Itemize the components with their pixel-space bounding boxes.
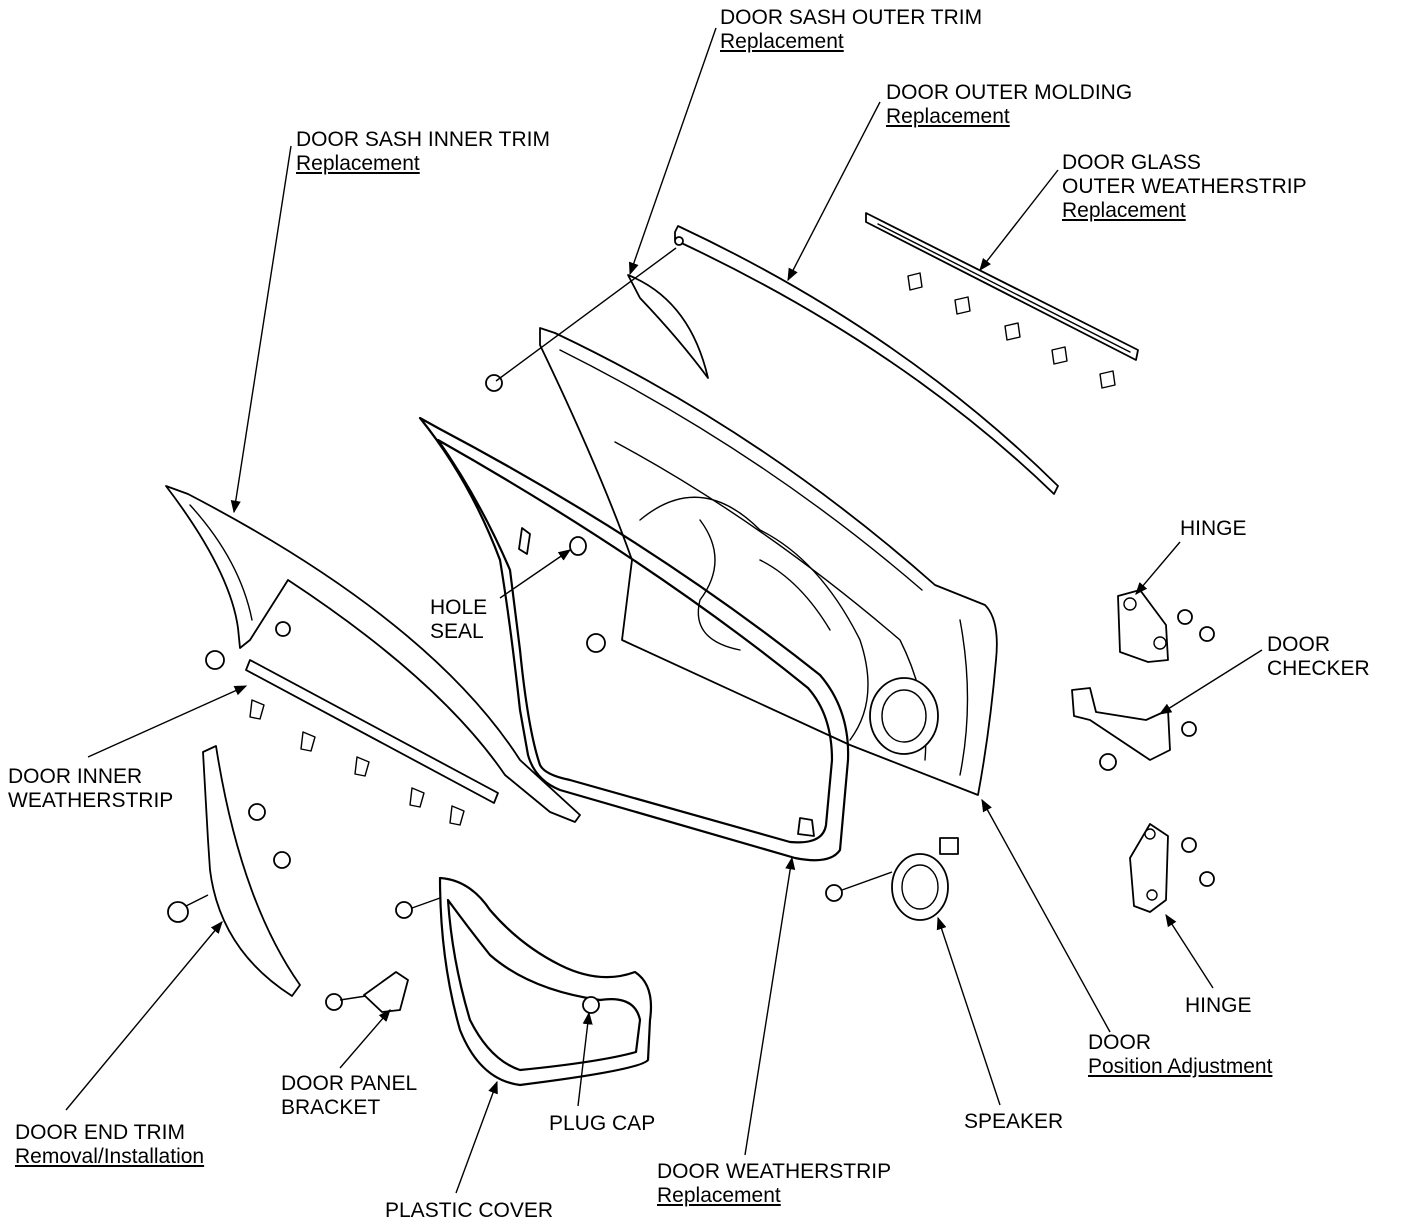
label-plastic-cover: PLASTIC COVER <box>385 1199 553 1223</box>
door-inner-weatherstrip-line2: WEATHERSTRIP <box>8 789 174 812</box>
speaker-part <box>891 837 959 921</box>
lower-hinge-part <box>1129 823 1169 913</box>
label-door-glass-outer-weatherstrip: DOOR GLASS OUTER WEATHERSTRIP Replacemen… <box>1062 151 1307 223</box>
door-checker-line1: DOOR <box>1267 633 1330 656</box>
door-glass-outer-weatherstrip-line2: OUTER WEATHERSTRIP <box>1062 175 1307 198</box>
label-hinge-upper: HINGE <box>1180 517 1247 541</box>
door-panel-bracket-line2: BRACKET <box>281 1096 381 1119</box>
door-panel-bracket-part <box>363 971 409 1013</box>
door-glass-outer-weatherstrip-part <box>865 212 1139 389</box>
door-outer-molding-part <box>674 225 1059 495</box>
plastic-cover-part <box>438 876 653 1087</box>
label-hole-seal: HOLE SEAL <box>430 596 487 644</box>
door-weatherstrip-link[interactable]: Replacement <box>657 1184 781 1207</box>
door-title: DOOR <box>1088 1031 1151 1054</box>
door-sash-inner-trim-part <box>165 485 581 823</box>
label-door-sash-inner-trim: DOOR SASH INNER TRIM Replacement <box>296 128 550 176</box>
door-glass-outer-weatherstrip-line1: DOOR GLASS <box>1062 151 1201 174</box>
door-outer-molding-title: DOOR OUTER MOLDING <box>886 81 1133 104</box>
door-glass-outer-weatherstrip-link[interactable]: Replacement <box>1062 199 1186 222</box>
hole-seal-line2: SEAL <box>430 620 484 643</box>
door-sash-outer-trim-link[interactable]: Replacement <box>720 30 844 53</box>
label-door-panel-bracket: DOOR PANEL BRACKET <box>281 1072 417 1120</box>
door-checker-line2: CHECKER <box>1267 657 1370 680</box>
plug-cap-title: PLUG CAP <box>549 1112 656 1135</box>
door-panel-bracket-line1: DOOR PANEL <box>281 1072 418 1095</box>
label-speaker: SPEAKER <box>964 1110 1063 1134</box>
label-door-weatherstrip: DOOR WEATHERSTRIP Replacement <box>657 1160 891 1208</box>
door-inner-weatherstrip-line1: DOOR INNER <box>8 765 143 788</box>
door-inner-weatherstrip-part <box>245 659 499 826</box>
door-sash-inner-trim-link[interactable]: Replacement <box>296 152 420 175</box>
label-door-sash-outer-trim: DOOR SASH OUTER TRIM Replacement <box>720 6 982 54</box>
label-hinge-lower: HINGE <box>1185 994 1252 1018</box>
door-outer-molding-link[interactable]: Replacement <box>886 105 1010 128</box>
plastic-cover-title: PLASTIC COVER <box>385 1199 554 1222</box>
label-door-inner-weatherstrip: DOOR INNER WEATHERSTRIP <box>8 765 173 813</box>
leader-lines <box>65 27 1263 1194</box>
door-end-trim-part <box>202 745 301 997</box>
hinge-lower-title: HINGE <box>1185 994 1252 1017</box>
fasteners <box>167 374 1215 1014</box>
label-door-checker: DOOR CHECKER <box>1267 633 1370 681</box>
door-sash-outer-trim-part <box>627 274 709 379</box>
upper-hinge-part <box>1117 589 1169 663</box>
door-checker-part <box>1071 687 1171 761</box>
door-weatherstrip-title: DOOR WEATHERSTRIP <box>657 1160 892 1183</box>
label-door-end-trim: DOOR END TRIM Removal/Installation <box>15 1121 204 1169</box>
hole-seal-part <box>569 536 587 556</box>
door-weatherstrip-part <box>418 416 850 862</box>
hole-seal-line1: HOLE <box>430 596 488 619</box>
label-plug-cap: PLUG CAP <box>549 1112 655 1136</box>
hinge-upper-title: HINGE <box>1180 517 1247 540</box>
label-door: DOOR Position Adjustment <box>1088 1031 1272 1079</box>
label-door-outer-molding: DOOR OUTER MOLDING Replacement <box>886 81 1132 129</box>
door-end-trim-link[interactable]: Removal/Installation <box>15 1145 205 1168</box>
door-sash-outer-trim-title: DOOR SASH OUTER TRIM <box>720 6 983 29</box>
door-end-trim-title: DOOR END TRIM <box>15 1121 185 1144</box>
door-shell-part <box>539 327 998 796</box>
door-position-adjustment-link[interactable]: Position Adjustment <box>1088 1055 1273 1078</box>
door-sash-inner-trim-title: DOOR SASH INNER TRIM <box>296 128 550 151</box>
speaker-title: SPEAKER <box>964 1110 1064 1133</box>
